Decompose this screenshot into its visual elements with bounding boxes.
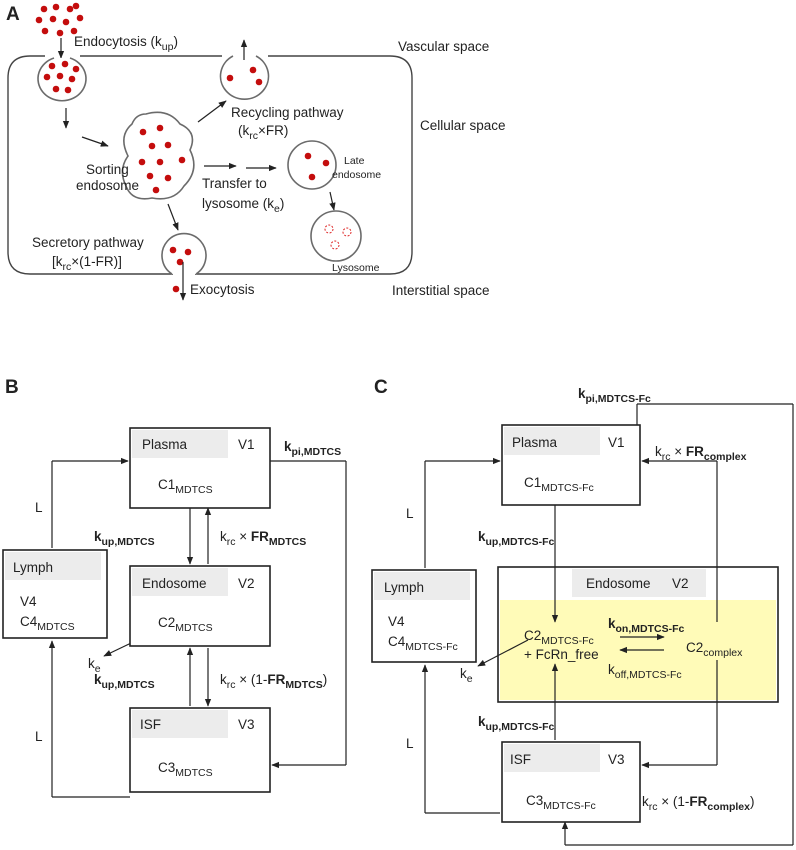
c-c4-label: C4MDTCS-Fc xyxy=(388,634,458,653)
c-c3-label: C3MDTCS-Fc xyxy=(526,793,596,812)
secretory-vesicle xyxy=(161,232,207,275)
c-v2-label: V2 xyxy=(672,576,689,591)
sorting-endosome xyxy=(121,111,195,200)
sorting-label-2: endosome xyxy=(76,178,139,193)
cellular-space-label: Cellular space xyxy=(420,118,506,133)
panel-a-cell-diagram: Endocytosis (kup) Vascular space Cellula… xyxy=(7,2,506,301)
c-ke-label: ke xyxy=(460,666,473,685)
c-v1-label: V1 xyxy=(608,435,625,450)
vascular-space-label: Vascular space xyxy=(398,39,489,54)
dots-sorting-endosome xyxy=(138,124,186,194)
late-label-2: endosome xyxy=(332,169,381,181)
sorting-label-1: Sorting xyxy=(86,162,129,177)
b-krc1-label: krc × FRMDTCS xyxy=(220,529,306,548)
c-kpi-label: kpi,MDTCS-Fc xyxy=(578,386,651,405)
recycling-vesicle xyxy=(219,55,270,100)
b-kup1-label: kup,MDTCS xyxy=(94,529,155,548)
recycling-rate-label: (krc×FR) xyxy=(238,123,288,142)
b-c4-label: C4MDTCS xyxy=(20,614,75,633)
c-krc2-label: krc × (1-FRcomplex) xyxy=(642,794,755,813)
b-krc2-label: krc × (1-FRMDTCS) xyxy=(220,672,327,691)
c-kup2-label: kup,MDTCS-Fc xyxy=(478,714,555,733)
c-c1-label: C1MDTCS-Fc xyxy=(524,475,594,494)
transfer-label-2: lysosome (ke) xyxy=(202,196,284,215)
c-L-top-label: L xyxy=(406,506,414,521)
dot-cluster-extracellular xyxy=(35,2,84,37)
b-ke-label: ke xyxy=(88,656,101,675)
b-v3-label: V3 xyxy=(238,717,255,732)
c-plasma-label: Plasma xyxy=(512,435,558,450)
b-isf-label: ISF xyxy=(140,717,161,732)
panel-c-letter: C xyxy=(374,377,388,398)
b-v4-label: V4 xyxy=(20,594,37,609)
panel-c-diagram: Endosome V2 Plasma V1 C1MDTCS-Fc xyxy=(371,386,794,846)
secretory-label: Secretory pathway xyxy=(32,235,144,250)
b-L-bottom-label: L xyxy=(35,729,43,744)
b-c1-label: C1MDTCS xyxy=(158,477,213,496)
b-lymph-label: Lymph xyxy=(13,560,53,575)
cell-membrane xyxy=(7,55,413,275)
b-v1-label: V1 xyxy=(238,437,255,452)
c-endosome-label: Endosome xyxy=(586,576,651,591)
b-L-top-label: L xyxy=(35,500,43,515)
transfer-label-1: Transfer to xyxy=(202,176,267,191)
panel-b-letter: B xyxy=(5,377,19,398)
c-v3-label: V3 xyxy=(608,752,625,767)
b-c2-label: C2MDTCS xyxy=(158,615,213,634)
c-isf-label: ISF xyxy=(510,752,531,767)
lysosome xyxy=(310,210,362,262)
recycling-pathway-label: Recycling pathway xyxy=(231,105,344,120)
b-c3-label: C3MDTCS xyxy=(158,760,213,779)
b-v2-label: V2 xyxy=(238,576,255,591)
c-lymph-label: Lymph xyxy=(384,580,424,595)
c-c2-label: C2MDTCS-Fc xyxy=(524,628,594,647)
c-kon-label: kon,MDTCS-Fc xyxy=(608,616,685,635)
b-endosome-label: Endosome xyxy=(142,576,207,591)
panel-a-letter: A xyxy=(6,4,20,25)
b-kpi-label: kpi,MDTCS xyxy=(284,439,341,458)
endocytosis-label: Endocytosis (kup) xyxy=(74,34,178,53)
b-kup2-label: kup,MDTCS xyxy=(94,672,155,691)
c-fcrn-label: + FcRn_free xyxy=(524,647,599,662)
c-v4-label: V4 xyxy=(388,614,405,629)
dots-endocytic-vesicle xyxy=(43,60,80,94)
panel-b-diagram: Plasma V1 C1MDTCS Endosome V2 C2MDTCS IS… xyxy=(2,427,347,798)
late-label-1: Late xyxy=(344,155,365,167)
b-plasma-label: Plasma xyxy=(142,437,188,452)
exocytosis-label: Exocytosis xyxy=(190,282,255,297)
secretory-rate-label: [krc×(1-FR)] xyxy=(52,254,122,273)
interstitial-space-label: Interstitial space xyxy=(392,283,490,298)
c-L-bottom-label: L xyxy=(406,736,414,751)
c-koff-label: koff,MDTCS-Fc xyxy=(608,662,682,681)
c-kup1-label: kup,MDTCS-Fc xyxy=(478,529,555,548)
c-krc1-label: krc × FRcomplex xyxy=(655,444,747,463)
lysosome-label: Lysosome xyxy=(332,262,380,274)
c-complex-label: C2complex xyxy=(686,640,743,659)
late-endosome xyxy=(287,140,337,190)
